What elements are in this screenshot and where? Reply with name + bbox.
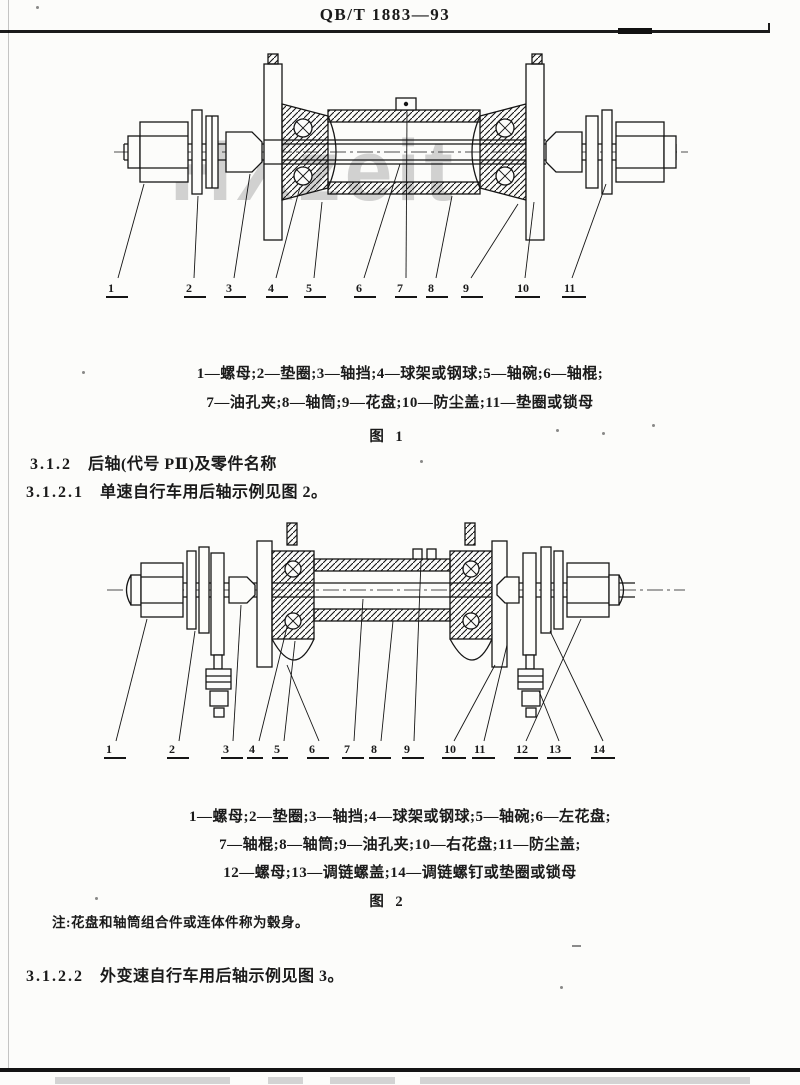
callout: 4 <box>247 743 263 759</box>
callout: 6 <box>307 743 329 759</box>
section-number: 3.1.2 <box>30 456 72 473</box>
callout: 9 <box>402 743 424 759</box>
rear-hub-drawing <box>107 522 685 742</box>
callout: 12 <box>514 743 538 759</box>
bottom-scan-rule <box>0 1068 800 1072</box>
callout: 7 <box>395 282 417 298</box>
scan-ghost-text <box>55 1077 230 1084</box>
section-heading-3-1-2-1: 3.1.2.1 单速自行车用后轴示例见图 2。 <box>26 478 328 502</box>
header-rule-blob <box>618 28 652 34</box>
front-hub-drawing <box>114 53 688 279</box>
figure1-label: 图 1 <box>369 429 407 445</box>
figure1-front-hub: HXzeit <box>100 52 700 310</box>
scan-speck <box>602 432 605 435</box>
callout: 5 <box>304 282 326 298</box>
header-rule <box>0 30 770 33</box>
callout: 13 <box>547 743 571 759</box>
figure2-note: 注:花盘和轴筒组合件或连体件称为毂身。 <box>52 915 309 930</box>
scan-speck <box>82 371 85 374</box>
scan-speck <box>556 429 559 432</box>
callout: 6 <box>354 282 376 298</box>
scan-speck <box>95 897 98 900</box>
callout: 10 <box>442 743 466 759</box>
callout: 8 <box>369 743 391 759</box>
callout: 10 <box>515 282 540 298</box>
section-heading-3-1-2-2: 3.1.2.2 外变速自行车用后轴示例见图 3。 <box>26 962 344 986</box>
section-number: 3.1.2.1 <box>26 484 84 501</box>
figure1-caption-line2: 7—油孔夹;8—轴筒;9—花盘;10—防尘盖;11—垫圈或锁母 <box>206 395 594 411</box>
figure2-caption-line1: 1—螺母;2—垫圈;3—轴挡;4—球架或钢球;5—轴碗;6—左花盘; <box>189 809 611 825</box>
section-title: 外变速自行车用后轴示例见图 3。 <box>100 968 345 985</box>
scan-ghost-text <box>330 1077 395 1084</box>
scan-speck <box>420 460 423 463</box>
figure2-rear-hub: 1 2 3 4 5 6 7 8 9 10 11 12 13 14 <box>95 515 710 773</box>
callout: 14 <box>591 743 615 759</box>
callout: 3 <box>224 282 246 298</box>
callout: 3 <box>221 743 243 759</box>
figure2-caption-line2: 7—轴棍;8—轴筒;9—油孔夹;10—右花盘;11—防尘盖; <box>219 837 581 853</box>
figure2-caption-line3: 12—螺母;13—调链螺盖;14—调链螺钉或垫圈或锁母 <box>223 865 577 881</box>
callout: 8 <box>426 282 448 298</box>
section-heading-3-1-2: 3.1.2 后轴(代号 PⅡ)及零件名称 <box>30 450 277 474</box>
callout: 1 <box>104 743 126 759</box>
scan-dash <box>572 945 581 947</box>
header-rule-hook <box>768 23 770 32</box>
scan-speck <box>36 6 39 9</box>
callout: 2 <box>184 282 206 298</box>
standard-number-header: QB/T 1883—93 <box>319 5 451 24</box>
scan-ghost-text <box>268 1077 303 1084</box>
scan-speck <box>652 424 655 427</box>
callout: 1 <box>106 282 128 298</box>
callout: 11 <box>472 743 496 759</box>
scan-speck <box>560 986 563 989</box>
callout: 4 <box>266 282 288 298</box>
callout: 11 <box>562 282 587 298</box>
section-number: 3.1.2.2 <box>26 968 84 985</box>
section-title: 单速自行车用后轴示例见图 2。 <box>100 484 328 501</box>
figure1-caption-line1: 1—螺母;2—垫圈;3—轴挡;4—球架或钢球;5—轴碗;6—轴棍; <box>196 366 604 382</box>
callout: 5 <box>272 743 288 759</box>
callout: 7 <box>342 743 364 759</box>
scan-edge-line <box>8 0 9 1072</box>
callout: 2 <box>167 743 189 759</box>
section-title: 后轴(代号 PⅡ)及零件名称 <box>88 456 277 473</box>
scan-ghost-text <box>420 1077 750 1084</box>
figure2-label: 图 2 <box>369 894 407 910</box>
callout: 9 <box>461 282 483 298</box>
